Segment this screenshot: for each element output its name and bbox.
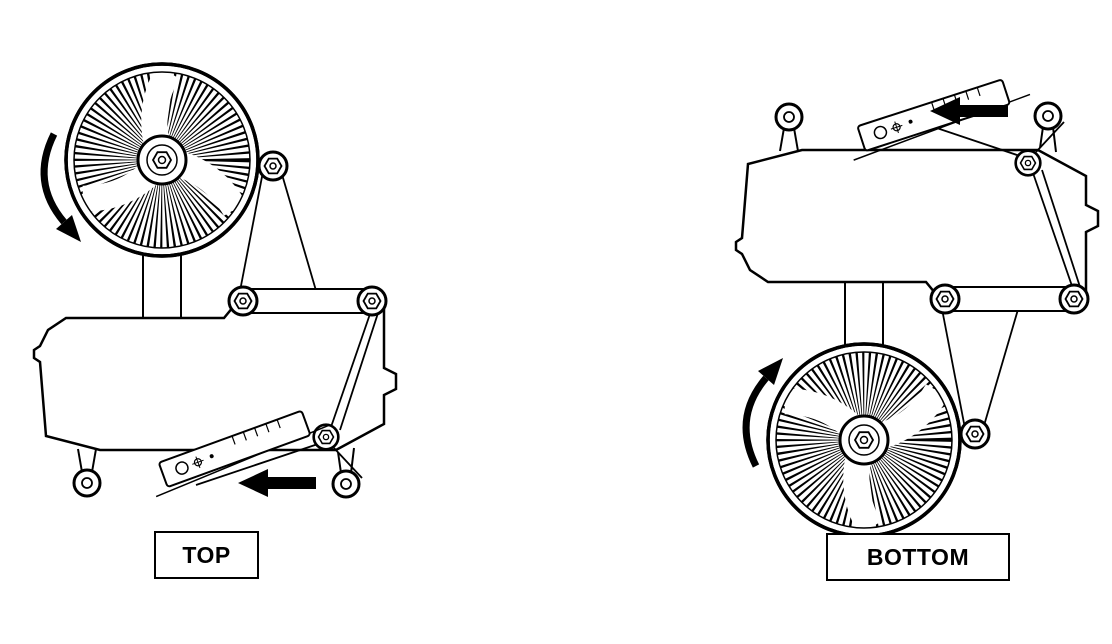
reel-post bbox=[142, 249, 182, 321]
top-view-label: TOP bbox=[154, 531, 259, 579]
pulley-mid-left bbox=[227, 285, 259, 317]
pulley-mid-right bbox=[356, 285, 388, 317]
tape-direction-arrow-icon-top bbox=[238, 469, 316, 497]
pulley-top bbox=[257, 150, 289, 182]
reel bbox=[64, 62, 260, 258]
mounting-feet bbox=[72, 447, 361, 499]
bottom-view-label: BOTTOM bbox=[826, 533, 1010, 581]
pulley-bottom bbox=[312, 423, 340, 451]
reel-hub bbox=[136, 134, 188, 186]
bottom-view-mechanism bbox=[736, 103, 1098, 536]
belt-lines bbox=[195, 155, 380, 486]
rotation-arrow-icon bbox=[40, 132, 81, 242]
top-view-mechanism bbox=[32, 62, 398, 499]
